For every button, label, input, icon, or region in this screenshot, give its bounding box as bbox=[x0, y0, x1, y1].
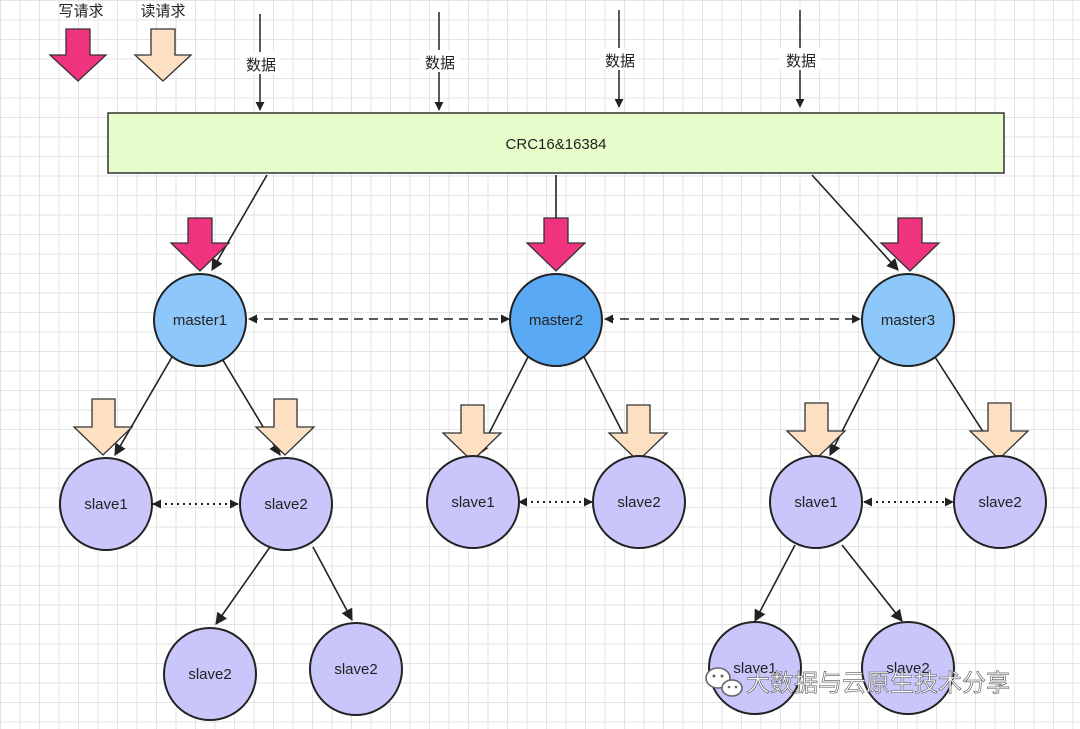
read-arrow-icon bbox=[72, 398, 134, 456]
slave-to-slave-links bbox=[215, 544, 903, 625]
slave-node: slave1 bbox=[769, 455, 863, 549]
write-arrow-icon bbox=[169, 217, 231, 272]
master-nodes: master1 master2 master3 bbox=[153, 273, 955, 367]
data-label-1: 数据 bbox=[246, 56, 276, 74]
watermark-text: 大数据与云原生技术分享 bbox=[746, 669, 1010, 697]
slave-label: slave2 bbox=[886, 660, 929, 677]
write-arrow-icon bbox=[879, 217, 941, 272]
data-label-3: 数据 bbox=[605, 52, 635, 70]
read-arrow-icon bbox=[254, 398, 316, 456]
slave-label: slave1 bbox=[84, 496, 127, 513]
read-arrow-icon bbox=[968, 402, 1030, 460]
master-node: master3 bbox=[861, 273, 955, 367]
master-to-slave-links bbox=[114, 356, 999, 457]
slave-node: slave1 bbox=[59, 457, 153, 551]
write-arrows bbox=[169, 217, 941, 272]
master-node: master1 bbox=[153, 273, 247, 367]
master-label: master1 bbox=[173, 312, 227, 329]
slave-label: slave2 bbox=[264, 496, 307, 513]
wechat-icon bbox=[705, 667, 743, 697]
read-arrow-icon bbox=[785, 402, 847, 460]
slave-node: slave2 bbox=[163, 627, 257, 721]
slave-label: slave1 bbox=[733, 660, 776, 677]
slave-label: slave1 bbox=[451, 494, 494, 511]
slave-node: slave2 bbox=[592, 455, 686, 549]
router-box bbox=[107, 112, 1005, 174]
read-arrow-icon bbox=[607, 404, 669, 462]
slave-label: slave1 bbox=[794, 494, 837, 511]
legend-write-label: 写请求 bbox=[58, 2, 103, 20]
master-label: master3 bbox=[881, 312, 935, 329]
slave-label: slave2 bbox=[978, 494, 1021, 511]
slave-nodes: slave1 slave2 slave2 slave2 slave1 slave… bbox=[59, 455, 1047, 721]
slave-label: slave2 bbox=[334, 661, 377, 678]
hash-router: CRC16&16384 bbox=[107, 112, 1005, 174]
data-label-4: 数据 bbox=[786, 52, 816, 70]
slave-node: slave2 bbox=[953, 455, 1047, 549]
data-label-2: 数据 bbox=[425, 54, 455, 72]
legend: 写请求 读请求 bbox=[48, 2, 193, 82]
watermark: 大数据与云原生技术分享 bbox=[705, 667, 1010, 697]
slave-node: slave2 bbox=[239, 457, 333, 551]
slave-label: slave2 bbox=[617, 494, 660, 511]
master-label: master2 bbox=[529, 312, 583, 329]
read-arrow-icon bbox=[441, 404, 503, 462]
read-arrows bbox=[72, 398, 1030, 462]
slave-label: slave2 bbox=[188, 666, 231, 683]
router-label: CRC16&16384 bbox=[506, 136, 607, 153]
master-node-active: master2 bbox=[509, 273, 603, 367]
data-inputs: 数据 数据 数据 数据 bbox=[240, 10, 820, 111]
write-arrow-icon bbox=[525, 217, 587, 272]
slave-sync-links bbox=[152, 497, 954, 509]
legend-write-arrow-icon bbox=[48, 28, 108, 82]
slave-node: slave2 bbox=[861, 621, 955, 715]
slave-node: slave2 bbox=[309, 622, 403, 716]
legend-read-arrow-icon bbox=[133, 28, 193, 82]
slave-node: slave1 bbox=[426, 455, 520, 549]
legend-read-label: 读请求 bbox=[140, 2, 185, 20]
